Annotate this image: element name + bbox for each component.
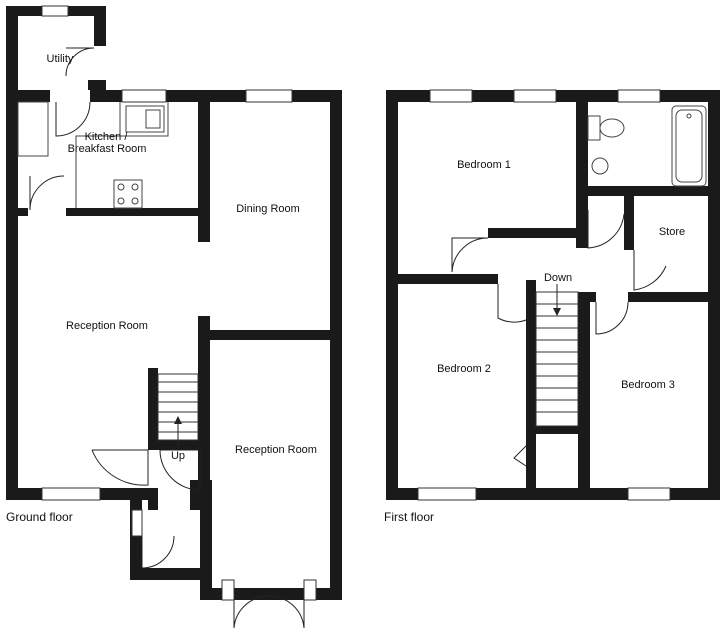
fridge [17, 101, 49, 157]
french-door-right-leaf [268, 595, 305, 629]
kitchen-dining-wall [198, 102, 210, 242]
room-label-bedroom-3: Bedroom 3 [621, 379, 675, 391]
cupboard-top-wall [536, 426, 578, 434]
french-door-left-leaf [233, 595, 270, 629]
kitchen-door-swing [29, 175, 65, 211]
ground-right-wall [330, 90, 342, 600]
reception-front-window [41, 487, 101, 501]
room-label-kitchen-line2: Breakfast Room [68, 143, 147, 155]
room-label-kitchen-line1: Kitchen / [85, 131, 129, 143]
first-floor-caption: First floor [384, 510, 434, 524]
utility-right-wall [94, 6, 106, 46]
porch-stub [190, 480, 200, 510]
room-label-bedroom-1: Bedroom 1 [457, 159, 511, 171]
stairs-up-label: Up [171, 450, 185, 462]
stair-bottom-wall [148, 440, 198, 450]
kitchen-reception-wall [66, 208, 198, 216]
bathroom-fixtures [587, 105, 707, 187]
stair-left-wall-first [526, 280, 536, 500]
bedroom3-window [627, 487, 671, 501]
stair-right-wall-first [578, 292, 590, 500]
ground-floor-plan: Utility Kitchen / Breakfast Room Dining … [6, 5, 342, 629]
bedroom1-door-swing [451, 237, 489, 273]
bathroom-door-swing [587, 210, 625, 249]
porch-bottom-wall [130, 568, 210, 580]
reception2-door-swing [159, 449, 201, 491]
stair-left-wall [148, 368, 158, 450]
hob-icon [113, 179, 143, 209]
cupboard-door [513, 445, 527, 467]
room-label-store: Store [659, 226, 685, 238]
dining-window [245, 89, 293, 103]
kitchen-gap [50, 90, 90, 102]
room-label-bedroom-2: Bedroom 2 [437, 363, 491, 375]
bath-store-wall [588, 186, 708, 196]
bedroom2-door-swing [497, 284, 527, 323]
room-label-utility: Utility [47, 53, 74, 65]
kitchen-window [121, 89, 167, 103]
porch-window [131, 509, 143, 537]
dining-reception2-wall [210, 330, 330, 340]
bed1-landing-wall [488, 228, 588, 238]
bed1-bed2-wall [398, 274, 498, 284]
first-floor-plan: Bedroom 1 Bedroom 2 Bedroom 3 Store Down… [384, 89, 720, 524]
bath-wall-stub [576, 228, 588, 248]
ground-left-wall [6, 90, 18, 500]
toilet-icon [599, 118, 625, 138]
french-door-frame-left [221, 579, 235, 601]
store-left-wall [624, 196, 634, 250]
ground-floor-caption: Ground floor [6, 510, 73, 524]
first-right-wall [708, 90, 720, 500]
hall-wall-stub [148, 488, 158, 510]
stairs-down-label: Down [544, 272, 572, 284]
store-door-swing [633, 250, 667, 291]
bedroom2-window [417, 487, 477, 501]
bed1-bath-wall [576, 102, 588, 234]
basin-icon [591, 157, 609, 175]
bedroom3-door-swing [595, 301, 629, 335]
utility-inner-door [65, 47, 95, 77]
utility-window [41, 5, 69, 17]
room-label-reception-1: Reception Room [66, 320, 148, 332]
kitchen-wall-stub [18, 208, 28, 216]
ground-bottom-wall-right [200, 588, 342, 600]
utility-door-swing [55, 101, 91, 137]
bathroom-window [617, 89, 661, 103]
kitchen-counter [75, 102, 169, 208]
french-door-frame-right [303, 579, 317, 601]
kitchen-fixtures [17, 101, 169, 209]
reception-divider-wall [198, 316, 210, 500]
room-label-dining: Dining Room [236, 203, 300, 215]
first-left-wall [386, 90, 398, 500]
bedroom1-window-right [513, 89, 557, 103]
first-stairs [535, 284, 579, 427]
hall-door-swing [91, 449, 149, 486]
toilet-cistern [587, 115, 601, 141]
room-label-reception-2: Reception Room [235, 444, 317, 456]
bath-icon [671, 105, 707, 187]
store-bottom-wall [628, 292, 708, 302]
utility-left-wall [6, 6, 18, 98]
ground-stairs [157, 373, 199, 448]
sink-icon [125, 105, 165, 133]
bedroom1-window-left [429, 89, 473, 103]
front-door-swing [141, 535, 175, 569]
